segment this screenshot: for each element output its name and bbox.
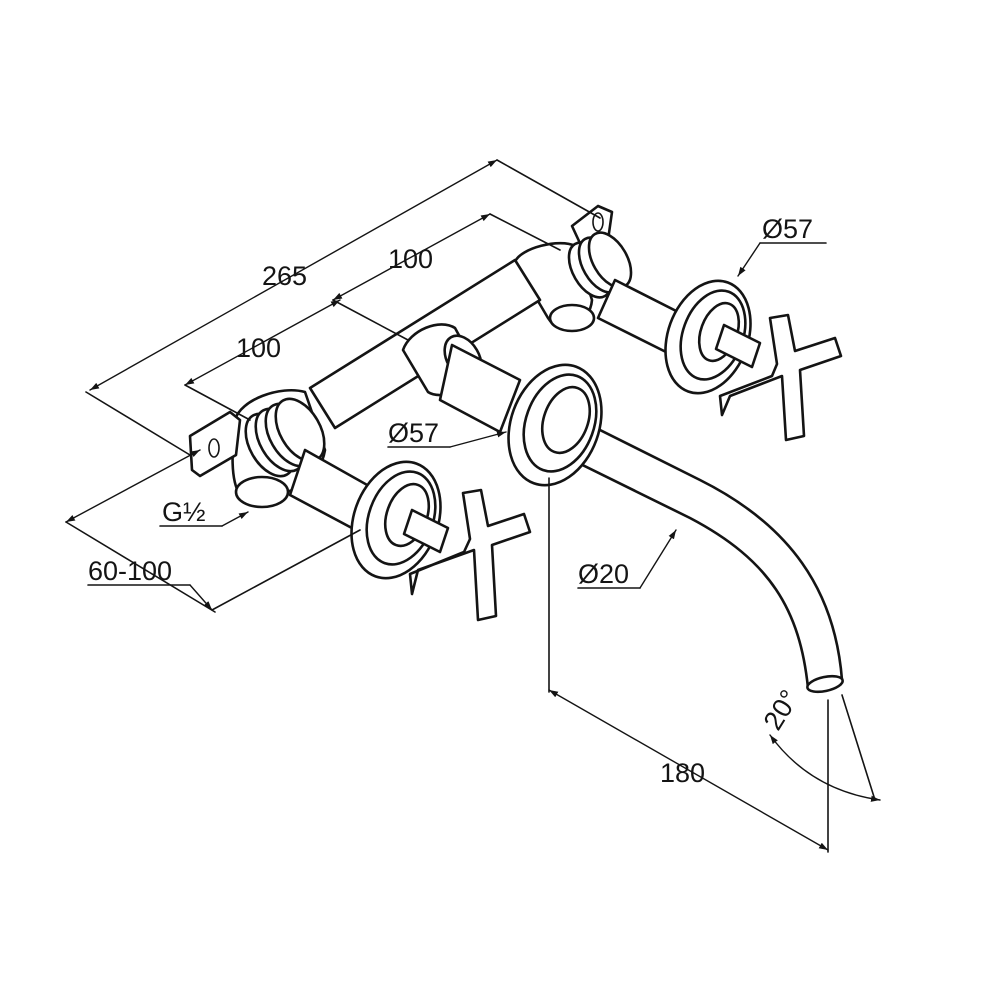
left-plate-hole	[208, 438, 220, 458]
label-spout-diameter: Ø20	[578, 559, 629, 589]
right-plate-hole	[592, 212, 604, 232]
label-thread: G½	[162, 497, 206, 527]
dim-100-front-line	[184, 299, 341, 386]
dim-180-line	[548, 689, 829, 851]
label-spacing-front: 100	[236, 333, 281, 363]
dim-265-ext-right	[496, 159, 601, 219]
thread-leader-arrow	[221, 511, 249, 527]
dim-60-100-leader-arrow	[189, 584, 213, 611]
tee-to-spout-pipe	[438, 343, 522, 434]
label-spacing-back: 100	[388, 244, 433, 274]
left-elbow-bottom	[234, 475, 290, 509]
dimension-lines	[65, 159, 881, 853]
spout-diameter-arrow	[639, 529, 677, 589]
label-spout-projection: 180	[660, 758, 705, 788]
angle-ref-line	[841, 694, 876, 801]
rosette-right-arrow	[737, 242, 761, 277]
label-spout-angle: 20°	[758, 685, 805, 736]
dim-100-front-ext-left	[184, 384, 251, 421]
left-thread-rings	[244, 397, 326, 478]
label-overall-width: 265	[262, 261, 307, 291]
dim-60-100-line	[65, 449, 201, 523]
label-wall-depth: 60-100	[88, 556, 172, 586]
dim-265-ext-left	[85, 391, 191, 456]
rosette-spout-arrow	[449, 431, 507, 448]
installation-body	[188, 204, 692, 537]
dim-60-100-ext-front	[211, 529, 361, 611]
spout-rosette	[507, 363, 603, 487]
right-thread-rings	[567, 231, 633, 299]
left-cross-handle	[408, 488, 532, 622]
dim-100-back-line	[332, 213, 491, 301]
right-cross-handle	[718, 313, 843, 442]
right-elbow-bottom	[548, 303, 596, 333]
dim-100-back-ext-left	[332, 299, 409, 341]
label-rosette-right: Ø57	[762, 214, 813, 244]
label-rosette-spout: Ø57	[388, 418, 439, 448]
dim-265-line	[89, 159, 498, 391]
right-spindle	[714, 323, 762, 369]
angle-arc	[769, 734, 881, 802]
dim-100-back-ext-right	[489, 213, 561, 251]
left-rosette	[350, 460, 442, 580]
left-spindle	[402, 508, 450, 554]
spout	[546, 408, 844, 694]
dim-60-100-ext	[65, 521, 216, 613]
